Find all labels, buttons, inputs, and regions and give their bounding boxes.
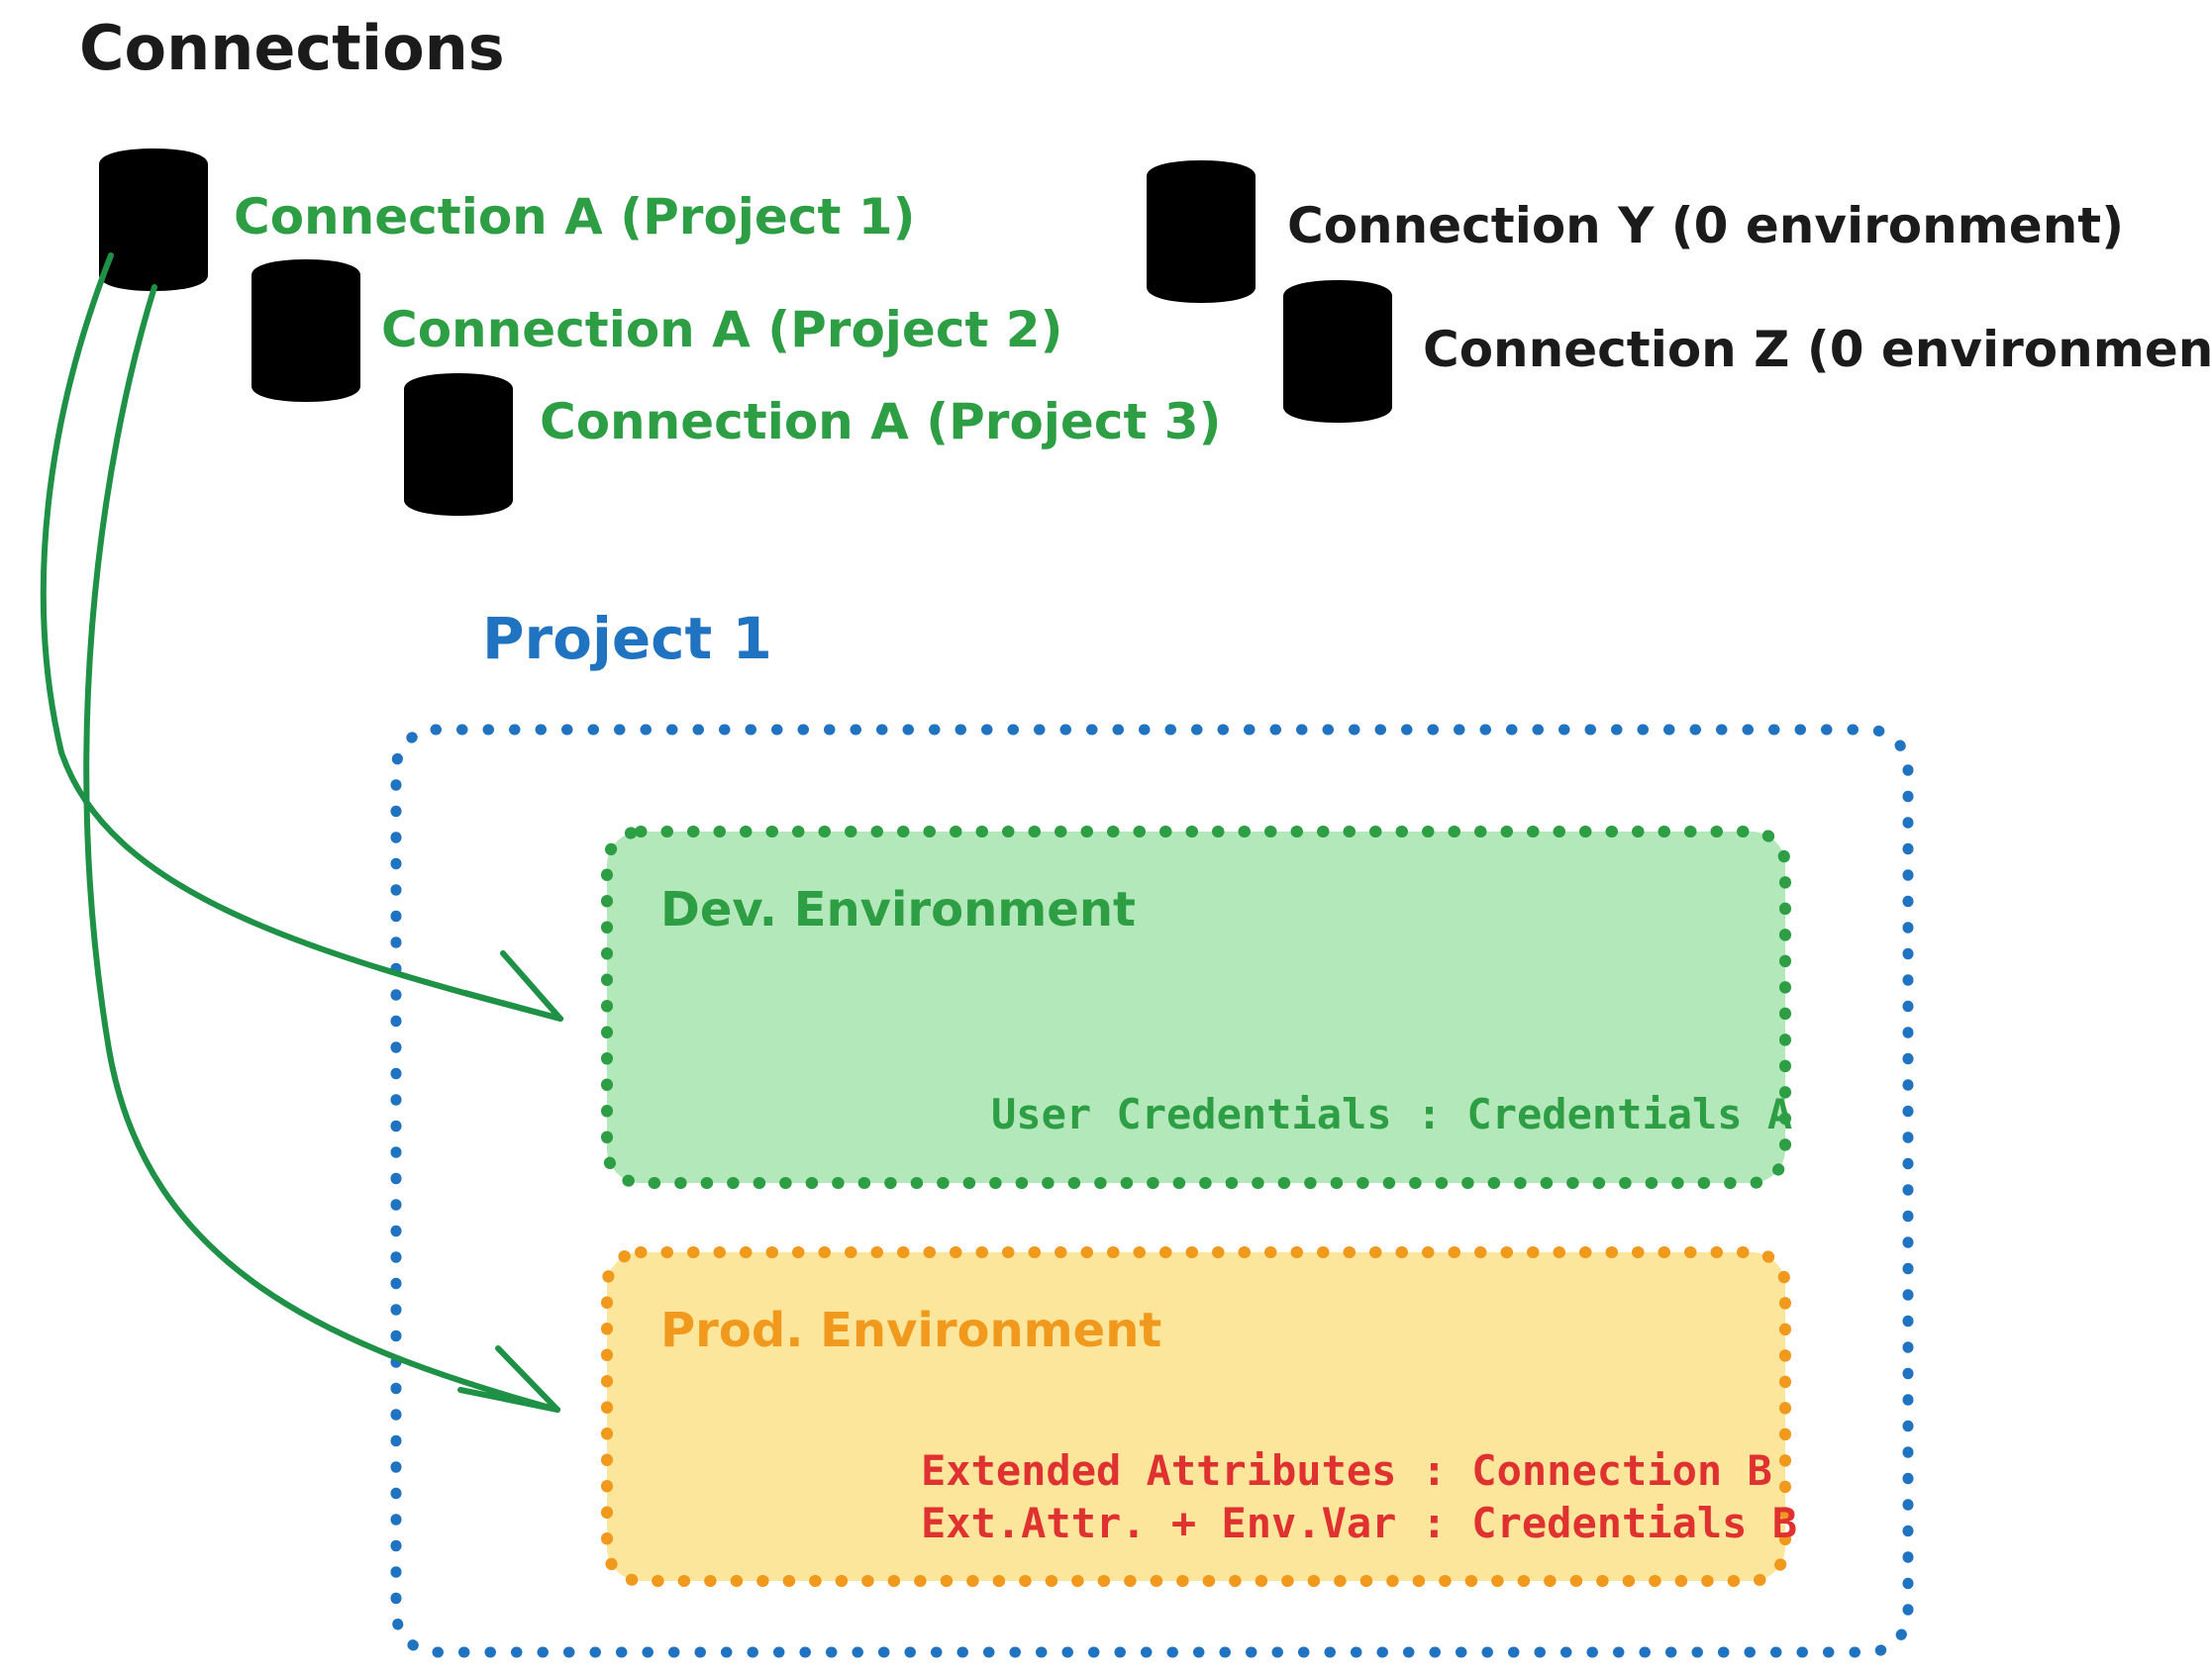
project-1-container <box>390 724 1914 1658</box>
dev-environment-box <box>601 826 1791 1189</box>
connection-a-project-3-label: Connection A (Project 3) <box>540 393 1221 450</box>
dev-environment-line-1: User Credentials : Credentials A <box>991 1090 1792 1138</box>
connection-y-label: Connection Y (0 environment) <box>1287 197 2124 254</box>
page-title: Connections <box>79 12 505 84</box>
connection-z-label: Connection Z (0 environment) <box>1423 321 2212 378</box>
prod-environment-title: Prod. Environment <box>660 1303 1161 1358</box>
prod-environment-line-2: Ext.Attr. + Env.Var : Credentials B <box>921 1499 1797 1547</box>
prod-environment-line-1: Extended Attributes : Connection B <box>921 1446 1772 1495</box>
prod-environment-box <box>601 1246 1791 1587</box>
arrow-connection-a-to-prod-environment <box>83 284 560 1413</box>
dev-environment-title: Dev. Environment <box>660 882 1136 937</box>
project-title: Project 1 <box>482 605 772 672</box>
connection-a-project-1-label: Connection A (Project 1) <box>234 188 915 246</box>
connection-a-project-2-label: Connection A (Project 2) <box>381 301 1062 358</box>
arrow-connection-a-to-dev-environment <box>40 252 563 1022</box>
